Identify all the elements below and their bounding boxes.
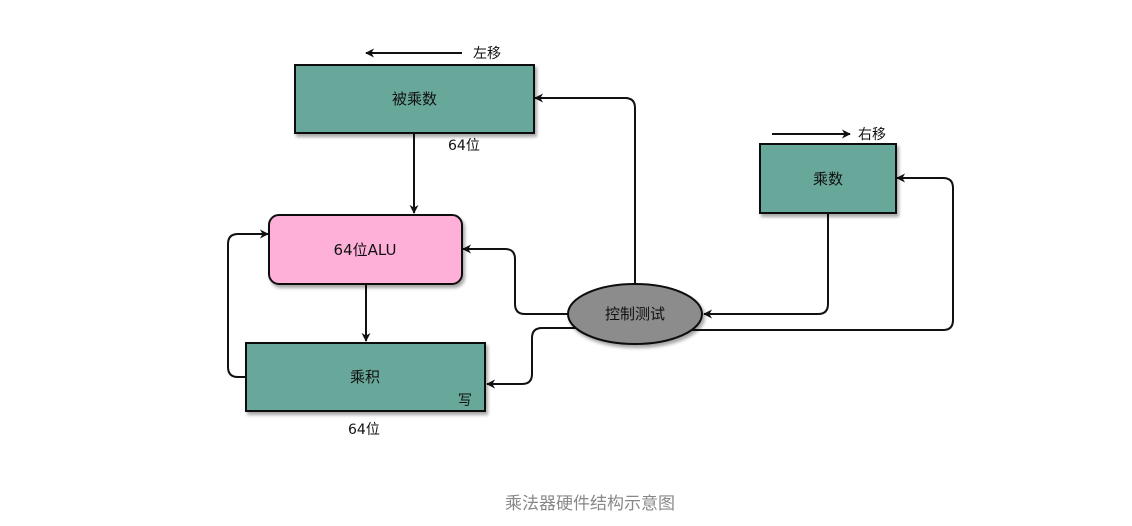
product-write-label: 写 — [458, 393, 472, 409]
control-to-alu-arrow — [462, 244, 570, 315]
alu-node: 64位ALU — [268, 214, 463, 285]
control-ellipse — [567, 283, 703, 345]
product-width-note: 64位 — [348, 422, 380, 438]
control-node: 控制测试 — [567, 283, 703, 345]
control-to-multiplier-arrow — [690, 173, 954, 331]
alu-label: 64位ALU — [334, 241, 397, 259]
multiplier-to-control-arrow — [703, 214, 829, 319]
multiplicand-width-note: 64位 — [448, 138, 480, 154]
alu-box — [268, 214, 463, 285]
left-shift-label: 左移 — [473, 46, 501, 62]
multiplicand-box — [294, 64, 535, 134]
figure-caption: 乘法器硬件结构示意图 — [505, 494, 675, 514]
product-to-alu-feedback-arrow — [227, 229, 269, 378]
multiplier-box — [759, 143, 897, 214]
multiplier-node: 乘数 — [759, 143, 897, 214]
connectors — [227, 93, 954, 389]
right-shift-label: 右移 — [858, 127, 886, 143]
control-label: 控制测试 — [605, 305, 665, 323]
multiplicand-label: 被乘数 — [392, 90, 437, 108]
product-node: 乘积 写 64位 — [245, 342, 486, 438]
right-shift-indicator: 右移 — [772, 127, 886, 143]
control-to-multiplicand-arrow — [534, 93, 636, 283]
multiplicand-node: 被乘数 64位 — [294, 64, 535, 154]
control-to-product-arrow — [486, 327, 578, 389]
left-shift-indicator: 左移 — [365, 46, 501, 62]
multiplier-label: 乘数 — [813, 170, 843, 188]
product-box — [245, 342, 486, 412]
product-label: 乘积 — [350, 368, 380, 386]
